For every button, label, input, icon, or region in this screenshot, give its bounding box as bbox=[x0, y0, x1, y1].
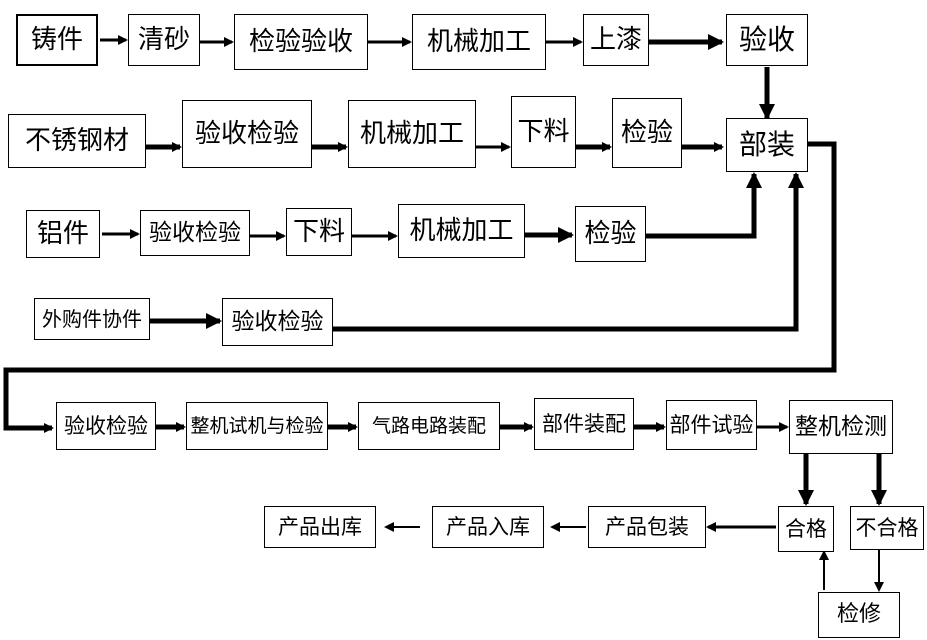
node-purchased-parts: 外购件协件 bbox=[34, 298, 150, 340]
node-painting: 上漆 bbox=[583, 14, 649, 66]
node-product-shipping: 产品出库 bbox=[264, 506, 376, 548]
node-product-warehousing: 产品入库 bbox=[432, 506, 544, 548]
arrow-acceptance-4-to-subassembly bbox=[333, 172, 804, 332]
node-casting-machining: 机械加工 bbox=[412, 14, 546, 70]
node-fail: 不合格 bbox=[850, 506, 924, 550]
node-component-test: 部件试验 bbox=[666, 400, 757, 450]
node-component-assembly: 部件装配 bbox=[534, 398, 634, 450]
node-stainless-cutting: 下料 bbox=[511, 96, 576, 168]
node-sand-cleaning: 清砂 bbox=[128, 14, 200, 66]
node-stainless-acceptance-inspection: 验收检验 bbox=[182, 100, 312, 168]
node-casting: 铸件 bbox=[16, 14, 98, 66]
node-aluminum-inspection: 检验 bbox=[575, 206, 646, 262]
arrow-inspection-3-to-subassembly bbox=[646, 172, 762, 239]
node-aluminum-cutting: 下料 bbox=[286, 208, 352, 256]
node-gas-electrical-assembly: 气路电路装配 bbox=[358, 402, 500, 450]
node-stainless-steel: 不锈钢材 bbox=[8, 114, 146, 168]
node-pass: 合格 bbox=[778, 506, 834, 552]
node-casting-inspection-acceptance: 检验验收 bbox=[234, 14, 368, 70]
arrow-subassembly-to-final-line bbox=[3, 141, 837, 433]
node-aluminum-machining: 机械加工 bbox=[398, 204, 525, 258]
node-stainless-machining: 机械加工 bbox=[348, 100, 476, 168]
node-subassembly: 部装 bbox=[726, 118, 808, 172]
node-machine-trial-run: 整机试机与检验 bbox=[186, 402, 328, 450]
node-aluminum: 铝件 bbox=[26, 210, 100, 258]
node-assembly-acceptance-inspection: 验收检验 bbox=[56, 402, 156, 450]
node-aluminum-acceptance-inspection: 验收检验 bbox=[140, 210, 250, 256]
node-final-inspection: 整机检测 bbox=[789, 400, 893, 454]
node-product-packaging: 产品包装 bbox=[588, 506, 706, 548]
node-casting-acceptance: 验收 bbox=[726, 14, 808, 66]
node-repair: 检修 bbox=[818, 592, 900, 638]
node-purchased-acceptance-inspection: 验收检验 bbox=[222, 298, 333, 346]
node-stainless-inspection: 检验 bbox=[612, 98, 682, 168]
